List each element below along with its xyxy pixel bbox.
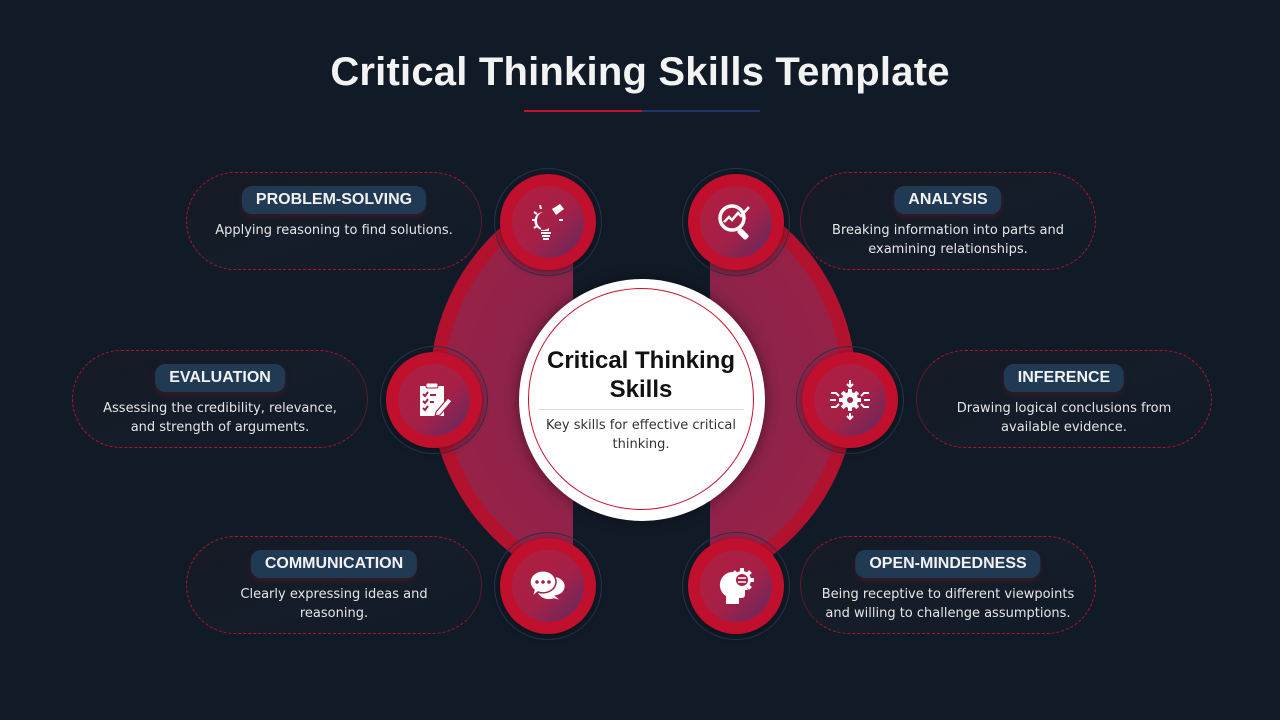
title-underline (524, 110, 760, 112)
chat-bubbles-icon (529, 570, 567, 602)
gear-arrows-icon (830, 380, 870, 421)
head-gear-icon (719, 568, 754, 604)
skill-card-analysis: ANALYSIS Breaking information into parts… (800, 172, 1096, 270)
skill-description: Breaking information into parts and exam… (832, 223, 1064, 257)
skill-description: Clearly expressing ideas and reasoning. (240, 587, 428, 621)
skill-description: Assessing the credibility, relevance, an… (103, 401, 337, 435)
skill-label: INFERENCE (1003, 364, 1125, 392)
skill-label: COMMUNICATION (250, 550, 418, 578)
node-problem-solving (494, 168, 602, 276)
skill-card-communication: COMMUNICATION Clearly expressing ideas a… (186, 536, 482, 634)
node-communication (494, 532, 602, 640)
skill-label: EVALUATION (155, 364, 285, 392)
skill-card-evaluation: EVALUATION Assessing the credibility, re… (72, 350, 368, 448)
center-subtitle: Key skills for effective critical thinki… (546, 418, 736, 452)
center-title: Critical Thinking Skills (546, 347, 735, 403)
skill-card-inference: INFERENCE Drawing logical conclusions fr… (916, 350, 1212, 448)
skill-label: ANALYSIS (894, 186, 1002, 214)
node-evaluation (380, 346, 488, 454)
page-title: Critical Thinking Skills Template (330, 50, 950, 94)
node-inference (796, 346, 904, 454)
skill-description: Applying reasoning to find solutions. (215, 223, 453, 238)
clipboard-checklist-icon (420, 382, 453, 417)
magnifier-chart-icon (718, 204, 750, 240)
skill-description: Drawing logical conclusions from availab… (956, 401, 1172, 435)
node-analysis (682, 168, 790, 276)
center-content: Critical Thinking Skills Key skills for … (528, 288, 754, 510)
skill-label: OPEN-MINDEDNESS (855, 550, 1041, 578)
skill-card-open-mindedness: OPEN-MINDEDNESS Being receptive to diffe… (800, 536, 1096, 634)
center-divider (538, 409, 744, 410)
skill-card-problem-solving: PROBLEM-SOLVING Applying reasoning to fi… (186, 172, 482, 270)
skill-label: PROBLEM-SOLVING (241, 186, 427, 214)
lightbulb-puzzle-icon (532, 204, 564, 240)
node-open-mindedness (682, 532, 790, 640)
skill-description: Being receptive to different viewpoints … (821, 587, 1075, 621)
